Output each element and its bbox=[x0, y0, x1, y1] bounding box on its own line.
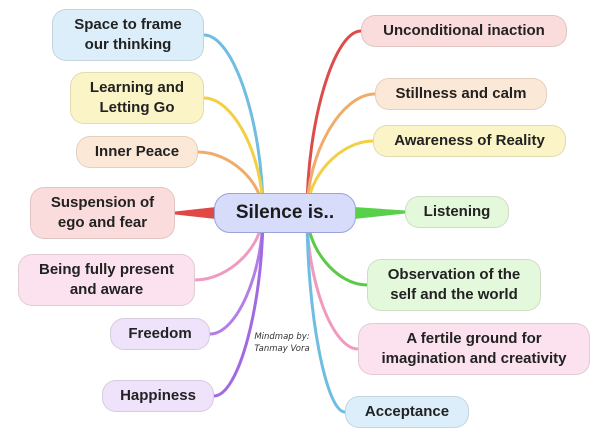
branch-line-unconditional bbox=[305, 29, 363, 215]
node-awareness[interactable]: Awareness of Reality bbox=[373, 125, 566, 157]
node-listening[interactable]: Listening bbox=[405, 196, 509, 228]
node-space[interactable]: Space to frame our thinking bbox=[52, 9, 204, 61]
node-learning[interactable]: Learning and Letting Go bbox=[70, 72, 204, 124]
branch-line-acceptance bbox=[305, 211, 347, 414]
author-credit: Mindmap by: Tanmay Vora bbox=[236, 331, 328, 355]
branch-line-listening bbox=[354, 207, 405, 219]
node-happiness[interactable]: Happiness bbox=[102, 380, 214, 412]
node-freedom[interactable]: Freedom bbox=[110, 318, 210, 350]
node-stillness[interactable]: Stillness and calm bbox=[375, 78, 547, 110]
branch-line-suspension bbox=[175, 207, 216, 219]
node-fertile[interactable]: A fertile ground for imagination and cre… bbox=[358, 323, 590, 375]
central-topic[interactable]: Silence is.. bbox=[214, 193, 356, 233]
node-suspension[interactable]: Suspension of ego and fear bbox=[30, 187, 175, 239]
node-present[interactable]: Being fully present and aware bbox=[18, 254, 195, 306]
credit-line-2: Tanmay Vora bbox=[254, 344, 310, 354]
node-observation[interactable]: Observation of the self and the world bbox=[367, 259, 541, 311]
node-unconditional[interactable]: Unconditional inaction bbox=[361, 15, 567, 47]
branch-line-happiness bbox=[212, 211, 265, 398]
node-inner-peace[interactable]: Inner Peace bbox=[76, 136, 198, 168]
node-acceptance[interactable]: Acceptance bbox=[345, 396, 469, 428]
branch-line-stillness bbox=[305, 92, 377, 215]
credit-line-1: Mindmap by: bbox=[254, 332, 310, 342]
